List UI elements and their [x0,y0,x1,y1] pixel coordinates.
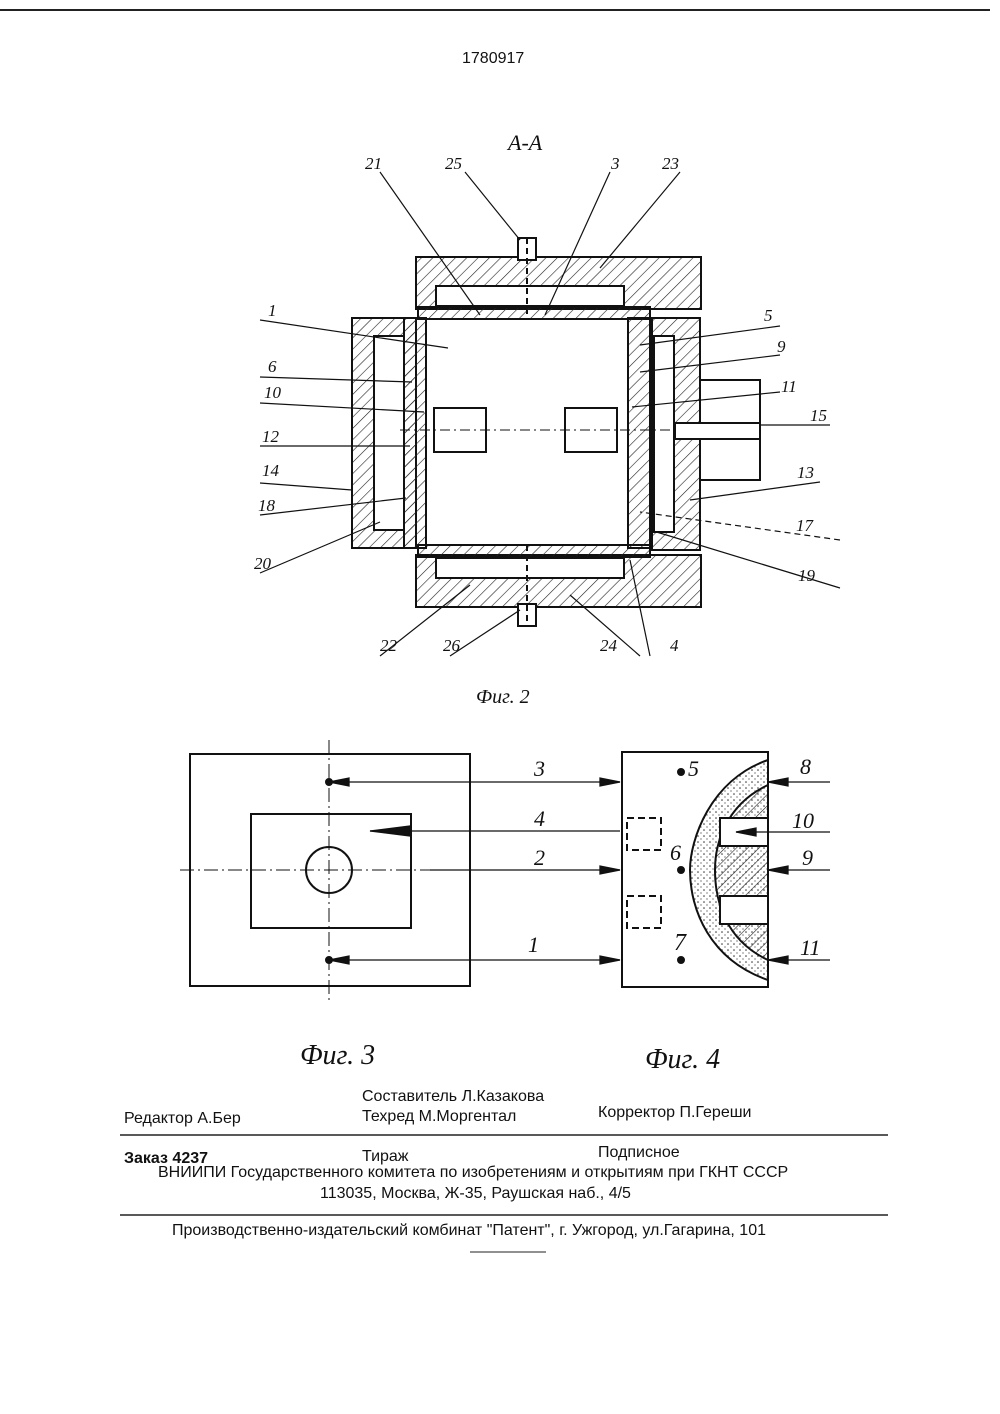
fig2-label-6: 6 [268,357,277,377]
fig2-label-19: 19 [798,566,815,586]
fig3-label-4: 4 [534,806,545,832]
fig4-label-8: 8 [800,754,811,780]
fig4-drawing [622,752,768,987]
subscription: Подписное [598,1144,680,1162]
fig3-label-2: 2 [534,845,545,871]
address: 113035, Москва, Ж-35, Раушская наб., 4/5 [320,1185,631,1203]
fig4-label-5: 5 [688,756,699,782]
fig2-caption: Фиг. 2 [476,686,530,709]
fig4-label-9: 9 [802,845,813,871]
fig2-label-9: 9 [777,337,786,357]
fig2-label-15: 15 [810,406,827,426]
fig2-label-18: 18 [258,496,275,516]
fig3-label-1: 1 [528,932,539,958]
fig4-label-10: 10 [792,808,814,834]
fig4-label-6: 6 [670,840,681,866]
fig2-label-3: 3 [611,154,620,174]
publisher: Производственно-издательский комбинат "П… [172,1222,766,1240]
compiler: Составитель Л.Казакова [362,1088,544,1106]
fig2-label-24: 24 [600,636,617,656]
fig2-label-1: 1 [268,301,277,321]
fig2-label-25: 25 [445,154,462,174]
fig2-label-4: 4 [670,636,679,656]
editor: Редактор А.Бер [124,1110,241,1128]
fig2-label-12: 12 [262,427,279,447]
fig3-label-3: 3 [534,756,545,782]
fig4-label-7: 7 [674,930,686,957]
fig2-label-26: 26 [443,636,460,656]
fig2-label-17: 17 [796,516,813,536]
vniipi: ВНИИПИ Государственного комитета по изоб… [158,1164,788,1182]
fig3-arrows [329,778,620,964]
fig2-drawing [352,238,760,626]
fig2-label-22: 22 [380,636,397,656]
fig2-label-20: 20 [254,554,271,574]
corrector: Корректор П.Гереши [598,1104,752,1122]
fig2-label-11: 11 [781,377,797,397]
section-title: А-А [508,130,542,156]
fig2-label-13: 13 [797,463,814,483]
fig4-label-11: 11 [800,935,820,961]
techred: Техред М.Моргентал [362,1108,516,1126]
fig2-label-21: 21 [365,154,382,174]
fig2-label-23: 23 [662,154,679,174]
fig2-label-10: 10 [264,383,281,403]
patent-number: 1780917 [462,50,524,68]
fig2-label-5: 5 [764,306,773,326]
fig2-label-14: 14 [262,461,279,481]
fig3-caption: Фиг. 3 [300,1040,375,1072]
fig4-caption: Фиг. 4 [645,1044,720,1076]
